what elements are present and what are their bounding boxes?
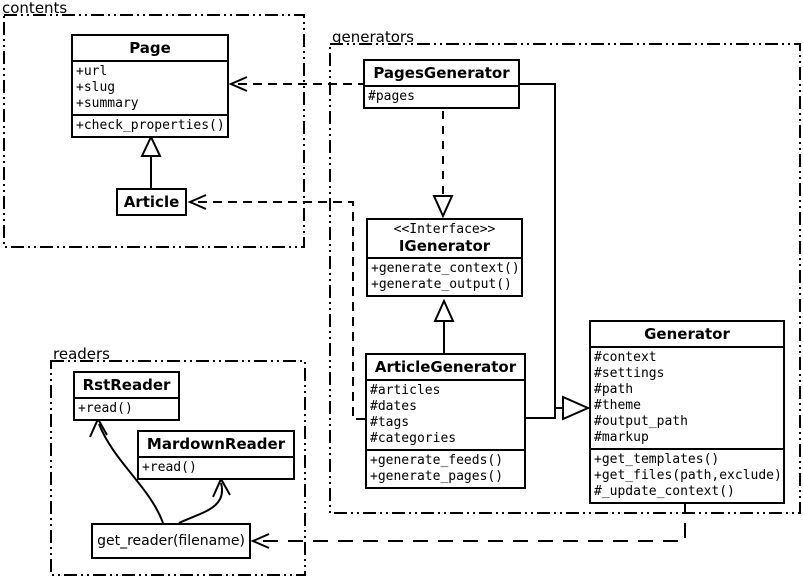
class-member: +check_properties()	[76, 118, 225, 133]
class-methods: +check_properties()	[73, 114, 227, 136]
class-stereotype: <<Interface>>	[393, 222, 496, 237]
class-member: #articles	[370, 383, 441, 398]
class-member: +generate_feeds()	[370, 453, 504, 468]
class-attributes: #context#settings#path#theme#output_path…	[591, 346, 783, 448]
class-member: #_update_context()	[594, 484, 735, 499]
class-box-rst-reader: RstReader +read()	[73, 371, 180, 421]
class-methods: +read()	[75, 397, 178, 419]
package-readers-border	[50, 360, 306, 576]
class-methods: +generate_context()+generate_output()	[368, 257, 521, 295]
class-member: #theme	[594, 398, 641, 413]
class-title: IGenerator	[398, 237, 491, 255]
class-box-generator: Generator #context#settings#path#theme#o…	[589, 320, 785, 504]
class-member: +generate_output()	[371, 277, 512, 292]
package-label-generators: generators	[332, 28, 414, 46]
class-box-pages-generator: PagesGenerator #pages	[363, 59, 520, 109]
class-member: #settings	[594, 366, 665, 381]
class-member: +summary	[76, 96, 139, 111]
class-member: #pages	[368, 89, 415, 104]
package-contents-border	[3, 14, 305, 248]
class-methods: +generate_feeds()+generate_pages()	[367, 449, 524, 487]
class-title: RstReader	[82, 376, 171, 394]
class-member: +generate_pages()	[370, 469, 504, 484]
class-title: Generator	[644, 325, 730, 343]
class-attributes: +url+slug+summary	[73, 60, 227, 114]
class-member: +generate_context()	[371, 261, 520, 276]
class-member: +get_templates()	[594, 452, 720, 467]
class-attributes: #pages	[365, 85, 518, 107]
class-member: #categories	[370, 431, 457, 446]
class-member: #context	[594, 350, 657, 365]
class-member: #path	[594, 382, 634, 397]
arrow-generator-to-getreader	[250, 498, 686, 549]
class-title: Page	[129, 39, 171, 57]
class-member: +get_files(path,exclude)	[594, 468, 782, 483]
arrow-pagesgenerator-to-igenerator	[432, 111, 454, 219]
arrow-getreader-to-mardownreader	[178, 476, 231, 524]
class-member: +slug	[76, 80, 116, 95]
class-member: +read()	[78, 401, 133, 416]
class-box-page: Page +url+slug+summary +check_properties…	[71, 34, 229, 138]
arrow-generators-to-generator	[520, 83, 591, 421]
class-title: Article	[123, 193, 180, 211]
class-member: #tags	[370, 415, 410, 430]
class-box-mardown-reader: MardownReader +read()	[137, 430, 295, 480]
class-attributes: #articles#dates#tags#categories	[367, 379, 524, 449]
class-box-igenerator: <<Interface>> IGenerator +generate_conte…	[366, 218, 523, 297]
class-box-article-generator: ArticleGenerator #articles#dates#tags#ca…	[365, 353, 526, 489]
arrow-pagesgenerator-to-page	[228, 76, 363, 92]
class-member: #dates	[370, 399, 417, 414]
arrow-articlegenerator-to-article	[187, 194, 365, 420]
arrow-article-to-page	[140, 134, 162, 188]
package-label-readers: readers	[53, 345, 110, 363]
class-member: +url	[76, 64, 108, 79]
class-methods: +get_templates()+get_files(path,exclude)…	[591, 448, 783, 502]
class-member: #output_path	[594, 414, 688, 429]
function-box-get-reader: get_reader(filename)	[91, 523, 251, 559]
class-title: ArticleGenerator	[374, 358, 517, 376]
class-title: MardownReader	[146, 435, 286, 453]
arrow-articlegenerator-to-igenerator	[433, 298, 455, 353]
class-box-article: Article	[116, 188, 187, 216]
package-generators-border	[329, 43, 801, 514]
class-methods: +read()	[139, 456, 293, 478]
package-label-contents: contents	[2, 0, 68, 17]
package-borders	[3, 14, 801, 576]
class-member: +read()	[142, 460, 197, 475]
class-title: PagesGenerator	[373, 64, 510, 82]
function-label: get_reader(filename)	[97, 533, 245, 549]
class-member: #markup	[594, 430, 649, 445]
